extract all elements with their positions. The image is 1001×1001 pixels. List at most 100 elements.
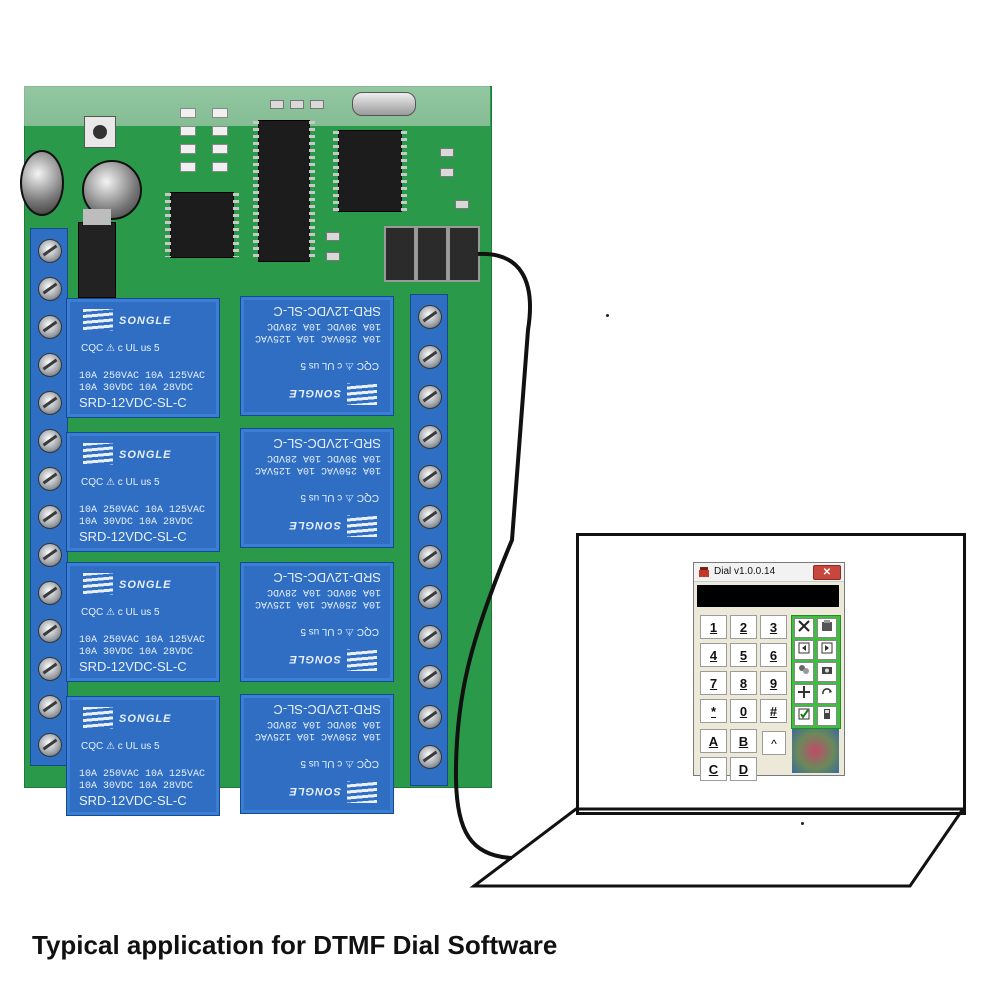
- relay-brand: SONGLE: [119, 713, 172, 725]
- caption: Typical application for DTMF Dial Softwa…: [32, 930, 558, 960]
- speck: [801, 822, 804, 825]
- relay-spec-line1: 10A 250VAC 10A 125VAC: [79, 505, 206, 516]
- key-a[interactable]: A: [700, 729, 727, 753]
- relay-certification-marks: CQC ⚠ c UL us 5: [81, 741, 160, 752]
- tool-panel: [791, 615, 841, 729]
- songle-logo-icon: [83, 309, 113, 331]
- move-icon: [798, 686, 810, 698]
- camera-icon: [822, 667, 832, 674]
- dial-window: Dial v1.0.0.14 ✕ 1 2 3 4 5 6 7 8 9 * 0 #…: [693, 562, 845, 781]
- terminal-block-left: [30, 228, 68, 766]
- relay-spec-line1: 10A 250VAC 10A 125VAC: [79, 769, 206, 780]
- cable-path: [453, 251, 532, 860]
- relay-model: SRD-12VDC-SL-C: [79, 529, 187, 544]
- key-0[interactable]: 0: [730, 699, 757, 723]
- key-hash[interactable]: #: [760, 699, 787, 723]
- key-push-button: [84, 116, 116, 148]
- key-c[interactable]: C: [700, 757, 727, 781]
- relay-brand: SONGLE: [119, 315, 172, 327]
- redial-icon: [822, 688, 832, 695]
- screw-terminal: [418, 425, 442, 449]
- rewind-button[interactable]: [794, 640, 814, 660]
- screw-terminal: [418, 345, 442, 369]
- capacitor-large: [82, 160, 142, 220]
- key-8[interactable]: 8: [730, 671, 757, 695]
- screw-terminal: [38, 391, 62, 415]
- screw-terminal: [38, 543, 62, 567]
- open-file-icon: [822, 620, 832, 631]
- forward-button[interactable]: [817, 640, 837, 660]
- relay-model: SRD-12VDC-SL-C: [79, 659, 187, 674]
- key-9[interactable]: 9: [760, 671, 787, 695]
- relay: SONGLE CQC ⚠ c UL us 5 10A 250VAC 10A 12…: [66, 432, 220, 552]
- relay-spec-line2: 10A 30VDC 10A 28VDC: [79, 647, 194, 658]
- relay-model: SRD-12VDC-SL-C: [79, 793, 187, 808]
- relay-certification-marks: CQC ⚠ c UL us 5: [81, 343, 160, 354]
- key-d[interactable]: D: [730, 757, 757, 781]
- smd-component: [440, 148, 454, 157]
- key-4[interactable]: 4: [700, 643, 727, 667]
- songle-logo-icon: [83, 443, 113, 465]
- camera-button[interactable]: [817, 662, 837, 682]
- screw-terminal: [418, 705, 442, 729]
- led: [212, 162, 228, 172]
- crystal-oscillator: [352, 92, 416, 116]
- key-2[interactable]: 2: [730, 615, 757, 639]
- contacts-button[interactable]: [794, 662, 814, 682]
- smd-component: [290, 100, 304, 109]
- screw-terminal: [38, 315, 62, 339]
- key-5[interactable]: 5: [730, 643, 757, 667]
- smd-component: [310, 100, 324, 109]
- relay: SONGLE CQC ⚠ c UL us 5 10A 250VAC 10A 12…: [66, 696, 220, 816]
- smd-component: [326, 252, 340, 261]
- screw-terminal: [38, 429, 62, 453]
- key-star[interactable]: *: [700, 699, 727, 723]
- forward-icon: [821, 642, 833, 654]
- led: [180, 126, 196, 136]
- rewind-icon: [798, 642, 810, 654]
- key-6[interactable]: 6: [760, 643, 787, 667]
- relay-spec-line2: 10A 30VDC 10A 28VDC: [79, 383, 194, 394]
- screw-terminal: [418, 385, 442, 409]
- close-button[interactable]: ✕: [813, 565, 841, 580]
- led: [180, 144, 196, 154]
- screw-terminal: [418, 665, 442, 689]
- speck: [606, 314, 609, 317]
- laptop-keyboard-deck: [469, 807, 966, 888]
- relay-spec-line2: 10A 30VDC 10A 28VDC: [79, 517, 194, 528]
- app-artwork-image: [792, 729, 839, 773]
- songle-logo-icon: [83, 707, 113, 729]
- title-bar[interactable]: Dial v1.0.0.14 ✕: [694, 563, 844, 582]
- screw-terminal: [38, 353, 62, 377]
- relay-spec-line1: 10A 250VAC 10A 125VAC: [79, 371, 206, 382]
- clear-button[interactable]: [794, 618, 814, 638]
- screw-terminal: [418, 305, 442, 329]
- key-7[interactable]: 7: [700, 671, 727, 695]
- screw-terminal: [38, 239, 62, 263]
- smd-component: [326, 232, 340, 241]
- contacts-icon: [799, 665, 809, 674]
- key-1[interactable]: 1: [700, 615, 727, 639]
- songle-logo-icon: [83, 573, 113, 595]
- audio-jack: [384, 226, 416, 282]
- redial-button[interactable]: [817, 684, 837, 704]
- up-button[interactable]: ^: [762, 731, 786, 755]
- key-3[interactable]: 3: [760, 615, 787, 639]
- screw-terminal: [38, 277, 62, 301]
- checkbox-button[interactable]: [794, 706, 814, 726]
- save-button[interactable]: [817, 706, 837, 726]
- number-display: [697, 585, 839, 607]
- open-button[interactable]: [817, 618, 837, 638]
- led: [212, 126, 228, 136]
- relay: SONGLE CQC ⚠ c UL us 5 10A 250VAC 10A 12…: [66, 298, 220, 418]
- move-button[interactable]: [794, 684, 814, 704]
- screw-terminal: [418, 505, 442, 529]
- led: [212, 144, 228, 154]
- key-b[interactable]: B: [730, 729, 757, 753]
- smd-component: [270, 100, 284, 109]
- relay-brand: SONGLE: [119, 579, 172, 591]
- ic-chip: [253, 120, 315, 262]
